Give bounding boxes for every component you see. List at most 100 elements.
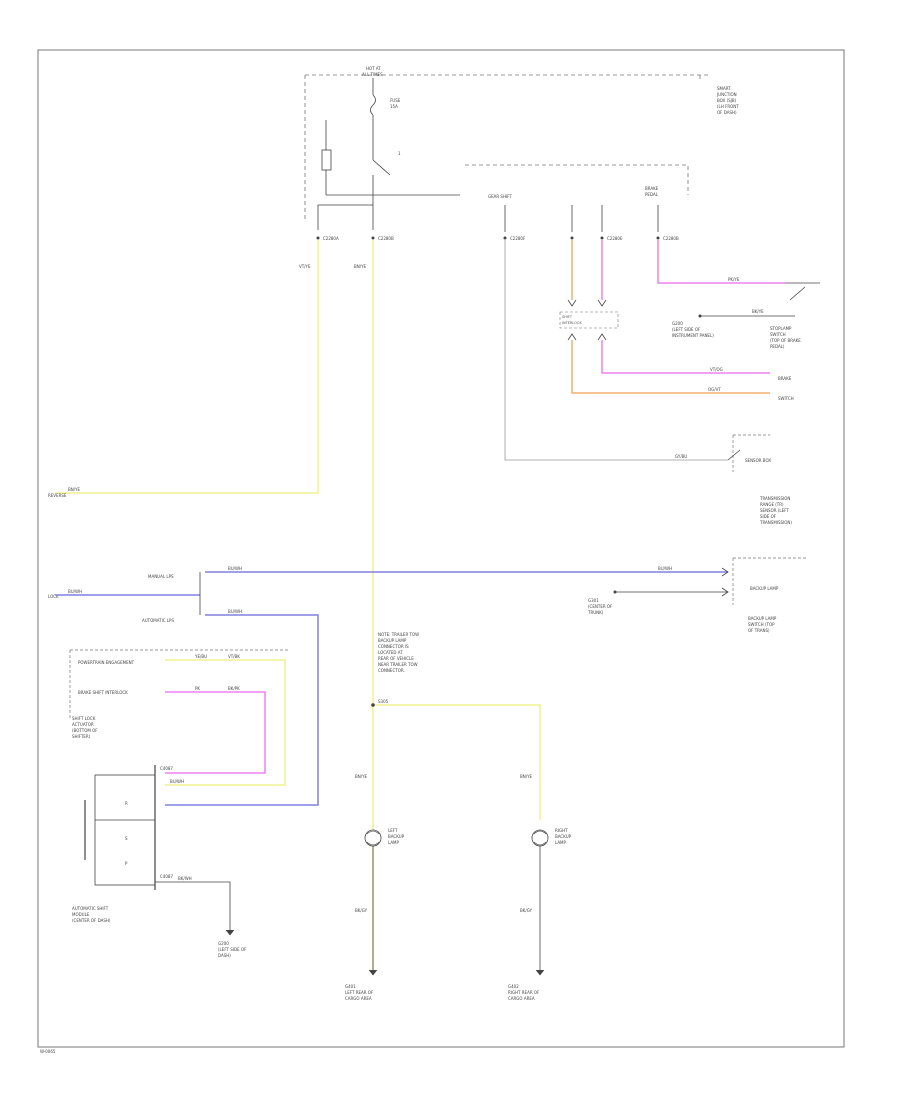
auto-label: AUTOMATIC LPS (142, 618, 174, 623)
stoplamp-label-2: SWITCH (770, 332, 786, 337)
lamp-left-3: LAMP (388, 840, 400, 845)
fuse-label-1: FUSE (390, 98, 401, 103)
shifter-conn-2: C4087 (160, 874, 173, 879)
fuse-element: FUSE 15A (370, 78, 401, 160)
diagram-frame (37, 49, 845, 1048)
note-line-6: NEAR TRAILER TOW (378, 662, 418, 667)
note-line-2: BACKUP LAMP (378, 638, 407, 643)
wire-gear-shift (504, 240, 728, 461)
sjb-label-4: (LH FRONT (717, 104, 739, 109)
wire-label-gy: GY/BU (675, 454, 687, 459)
note-line-5: REAR OF VEHICLE (378, 656, 414, 661)
wire-label-pk: PK/YE (728, 277, 740, 282)
connector-mid-2: C2280E (607, 236, 623, 241)
lock-s: S (125, 836, 128, 841)
sensor-label: SENSOR BOX (745, 458, 771, 463)
stoplamp-switch: BK/YE G200 (LEFT SIDE OF INSTRUMENT PANE… (672, 282, 820, 401)
center-note: NOTE: TRAILER TOW BACKUP LAMP CONNECTOR … (371, 632, 419, 707)
ground-dash-1: G200 (672, 321, 683, 326)
lock-p: P (125, 861, 128, 866)
backup-switch-1: BACKUP LAMP (748, 616, 777, 621)
shift-lock-label-2: ACTUATOR (72, 722, 94, 727)
gnd-left-1: G401 (345, 984, 356, 989)
lamp-left-2: BACKUP (388, 834, 405, 839)
lamp-left-1: LEFT (388, 828, 398, 833)
note-line-7: CONNECTOR. (378, 668, 405, 673)
gnd-shifter-1: G200 (218, 941, 229, 946)
wire-label-pk-short: PK (195, 686, 200, 691)
backup-lamp-switch: BACKUP LAMP G301 (CENTER OF TRUNK) BACKU… (587, 557, 808, 633)
tr-label-1: TRANSMISSION (759, 496, 790, 501)
sjb-label-3: BOX (SJB) (717, 98, 737, 103)
gnd-wire-right: BK/GY (520, 908, 533, 913)
connector-right-1: C2280B (663, 236, 679, 241)
wire-label-ye-bu: YE/BU (194, 654, 207, 659)
connector-mid-1: C2280F (510, 236, 526, 241)
diode-block: SHIFT INTERLOCK (559, 299, 619, 341)
manual-label: MANUAL LPS (148, 574, 174, 579)
wire-label-bu-wh-1: BU/WH (228, 566, 242, 571)
lamp-right-3: LAMP (555, 840, 567, 845)
shifter-conn-1: C4087 (160, 766, 173, 771)
brake-pedal-label-2: PEDAL (645, 192, 659, 197)
wire-label-bu-short: BU/WH (170, 779, 184, 784)
note-line-1: NOTE: TRAILER TOW (378, 632, 419, 637)
shifter-label-3: (CENTER OF DASH) (72, 918, 111, 923)
tr-label-3: SENSOR (LEFT (760, 508, 789, 513)
left-marker-2: LOCK (48, 594, 59, 599)
gnd-wire-left: BK/GY (355, 908, 368, 913)
gnd-left-2: LEFT REAR OF (345, 990, 374, 995)
wire-vt-ye (55, 240, 319, 494)
hot-at-label-2: ALL TIMES (362, 72, 383, 77)
connector-left-2: C2280B (378, 236, 394, 241)
wire-pk (165, 691, 266, 774)
gnd-right-1: G402 (508, 984, 519, 989)
shift-top-label-2: BRAKE SHIFT INTERLOCK (78, 690, 128, 695)
gnd-right-3: CARGO AREA (508, 996, 535, 1001)
gnd-shifter-3: DASH) (218, 953, 231, 958)
brake-switch-label-1: BRAKE (778, 376, 792, 381)
wire-label-vt-bk: VT/BK (228, 654, 240, 659)
gnd-shifter-2: (LEFT SIDE OF (218, 947, 247, 952)
tr-label-4: SIDE OF (760, 514, 777, 519)
right-backup-lamp: BN/YE RIGHT BACKUP LAMP BK/GY G402 RIGHT… (508, 774, 572, 1001)
top-right-connectors: GEAR SHIFT BRAKE PEDAL C2280F C2280E C22… (488, 186, 679, 241)
gnd-right-2: RIGHT REAR OF (508, 990, 540, 995)
wire-label-left-yellow: BN/YE (68, 487, 81, 492)
tr-label-5: TRANSMISSION) (759, 520, 792, 525)
right-conn-sub-3: TRUNK) (587, 610, 604, 615)
transmission-range-sensor: SENSOR BOX TRANSMISSION RANGE (TR) SENSO… (727, 434, 792, 525)
shift-lock-label-1: SHIFT LOCK (72, 716, 96, 721)
stoplamp-label-1: STOPLAMP (770, 326, 792, 331)
shifter-label-1: AUTOMATIC SHIFT (72, 906, 109, 911)
diode-block-label-2: INTERLOCK (562, 321, 582, 325)
lamp-wire-right: BN/YE (520, 774, 533, 779)
shifter-label-2: MODULE (72, 912, 90, 917)
note-line-4: LOCATED AT (378, 650, 403, 655)
wire-pk-ye (657, 240, 785, 284)
lamp-right-1: RIGHT (555, 828, 568, 833)
brake-switch-label-2: SWITCH (778, 396, 794, 401)
backup-lamp-label: BACKUP LAMP (750, 586, 779, 591)
wire-vt-og (601, 240, 770, 374)
smart-junction-box: HOT AT ALL TIMES SMART JUNCTION BOX (SJB… (304, 66, 739, 220)
automatic-shift-module: POWERTRAIN ENGAGEMENT BRAKE SHIFT INTERL… (69, 649, 290, 958)
brake-pedal-label-1: BRAKE (645, 186, 659, 191)
wire-label-bk: BK/YE (752, 309, 764, 314)
ground-dash-2: (LEFT SIDE OF (672, 327, 701, 332)
stoplamp-label-3: (TOP OF BRAKE (770, 338, 801, 343)
diode-block-label-1: SHIFT (562, 315, 573, 319)
sjb-label-5: OF DASH) (717, 110, 737, 115)
relay-label: 1 (398, 151, 401, 156)
footer-code: W-0065 (40, 1049, 56, 1054)
relay-element: 1 (321, 120, 460, 196)
wire-bn-ye-right-branch (373, 704, 541, 820)
left-backup-lamp: BN/YE LEFT BACKUP LAMP BK/GY G401 LEFT R… (345, 774, 405, 1001)
wire-label-bu-wh-2: BU/WH (68, 589, 82, 594)
stoplamp-label-4: PEDAL) (770, 344, 785, 349)
wire-bu-wh-auto (165, 614, 319, 806)
hot-at-label-1: HOT AT (366, 66, 381, 71)
note-line-3: CONNECTOR IS (378, 644, 409, 649)
ground-dash-3: INSTRUMENT PANEL) (672, 333, 714, 338)
